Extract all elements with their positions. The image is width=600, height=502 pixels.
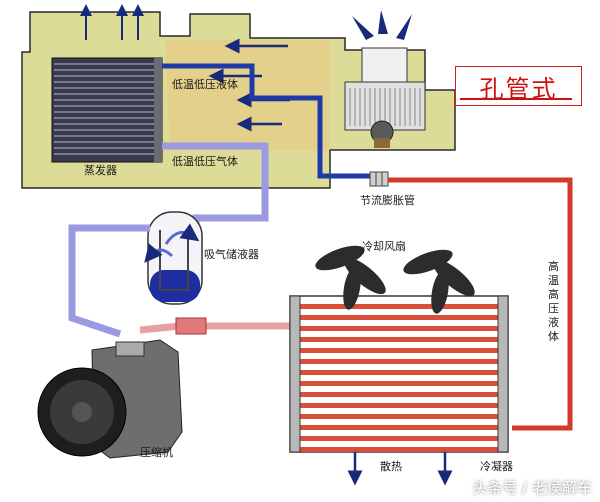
title-underline	[460, 98, 572, 100]
cooling-fan-left	[315, 245, 386, 310]
label-cooling-fan: 冷却风扇	[362, 239, 406, 253]
accumulator	[144, 211, 203, 305]
heat-arrows	[347, 452, 453, 486]
compressor	[37, 339, 183, 459]
label-low-temp-liquid: 低温低压液体	[172, 77, 238, 91]
condenser	[289, 295, 509, 453]
cooling-fan-right	[403, 249, 475, 314]
title-box: 孔管式	[455, 66, 582, 106]
top-outlet-arrows	[80, 4, 144, 40]
label-accumulator: 吸气储液器	[204, 247, 259, 261]
diagram-title: 孔管式	[479, 74, 558, 103]
label-high-temp-liquid: 高温高压液体	[548, 259, 559, 343]
watermark: 头条号 / 老侯解车	[472, 479, 592, 497]
label-compressor: 压缩机	[140, 445, 173, 459]
high-pressure-liquid-line	[388, 177, 573, 431]
label-orifice-tube: 节流膨胀管	[360, 193, 415, 207]
label-low-temp-gas: 低温低压气体	[172, 154, 238, 168]
blower-intake-arrows	[352, 10, 412, 40]
evaporator-core	[51, 57, 163, 163]
label-heat-dissipation: 散热	[380, 459, 402, 473]
orifice-tube-fitting	[369, 171, 389, 187]
muffler	[175, 317, 207, 335]
low-pressure-liquid-line	[162, 63, 372, 179]
label-evaporator: 蒸发器	[84, 163, 117, 177]
discharge-line	[139, 322, 290, 334]
suction-line	[68, 224, 150, 338]
blower-unit	[344, 47, 426, 148]
label-condenser: 冷凝器	[480, 459, 513, 473]
housing-warm-zone	[165, 40, 330, 150]
